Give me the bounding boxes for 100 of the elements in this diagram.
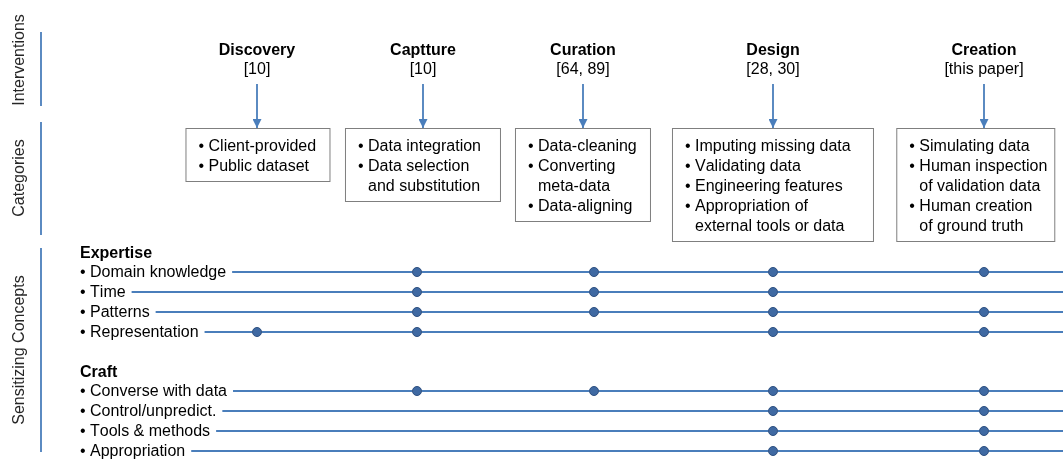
concept-label: • Patterns [80,302,156,322]
dot-icon [768,327,778,337]
dot-icon [589,267,599,277]
connector-line [777,430,980,432]
concept-label: • Domain knowledge [80,262,233,282]
citation: [10] [242,59,272,78]
connector-line [215,430,769,432]
connector-line [598,291,769,293]
connector-line [988,331,1063,333]
concept-label: • Representation [80,322,205,342]
dot-icon [979,426,989,436]
list-item: • Engineering features [685,176,844,196]
connector-line [421,311,590,313]
dot-icon [768,426,778,436]
connector-line [777,450,980,452]
stage-heading: Creation [950,40,1018,59]
dot-icon [768,446,778,456]
concept-label: • Converse with data [80,381,233,401]
connector-line [190,450,769,452]
arrow [252,83,262,129]
list-item: • Client-provided [198,136,318,156]
concept-label: • Tools & methods [80,421,217,441]
section-label: Interventions [10,14,28,106]
arrow [418,83,428,129]
dot-icon [412,386,422,396]
dot-icon [979,307,989,317]
list-item: • Data-aligning [528,196,634,216]
connector-line [421,291,590,293]
connector-line [988,410,1063,412]
dot-icon [589,307,599,317]
group-heading: Craft [80,362,118,382]
stage-heading: Curation [550,40,616,59]
list-item: • Validating data [685,156,802,176]
dot-icon [979,327,989,337]
group-heading: Expertise [80,243,153,263]
list-item: • Human inspection of validation data [909,156,1049,196]
concept-label: • Appropriation [80,441,192,461]
connector-line [777,390,980,392]
connector-line [988,390,1063,392]
dot-icon [412,307,422,317]
category-box [672,128,874,242]
arrow [768,83,778,129]
connector-line [988,450,1063,452]
dot-icon [979,267,989,277]
connector-line [231,271,413,273]
list-item: • Data selection and substitution [358,156,482,196]
connector-line [598,311,769,313]
dot-icon [589,287,599,297]
connector-line [598,271,769,273]
section-label: Categories [10,139,28,217]
connector-line [203,331,253,333]
citation: [10] [408,59,438,78]
list-item: • Simulating data [909,136,1031,156]
connector-line [777,271,980,273]
dot-icon [252,327,262,337]
citation: [this paper] [944,59,1024,78]
connector-line [421,390,590,392]
list-item: • Public dataset [198,156,311,176]
connector-line [154,311,413,313]
connector-line [261,331,413,333]
citation: [28, 30] [746,59,800,78]
dot-icon [589,386,599,396]
connector-line [988,271,1063,273]
connector-line [598,390,769,392]
concept-label: • Time [80,282,132,302]
dot-icon [768,386,778,396]
concept-label: • Control/unpredict. [80,401,223,421]
dot-icon [412,267,422,277]
connector-line [421,271,590,273]
stage-heading: Captture [390,40,456,59]
category-box [185,128,331,182]
connector-line [777,331,980,333]
dot-icon [412,327,422,337]
connector-line [777,410,980,412]
dot-icon [768,307,778,317]
list-item: • Human creation of ground truth [909,196,1034,236]
stage-heading: Design [746,40,800,59]
dot-icon [412,287,422,297]
dot-icon [979,386,989,396]
list-item: • Data integration [358,136,482,156]
arrow [979,83,989,129]
dot-icon [768,406,778,416]
stage-heading: Discovery [218,40,296,59]
section-label: Sensitizing Concepts [10,275,28,425]
dot-icon [979,406,989,416]
category-box [345,128,501,202]
list-item: • Imputing missing data [685,136,852,156]
connector-line [988,311,1063,313]
connector-line [988,430,1063,432]
list-item: • Converting meta-data [528,156,617,196]
connector-line [221,410,769,412]
list-item: • Data-cleaning [528,136,638,156]
dot-icon [768,267,778,277]
connector-line [130,291,413,293]
category-box [515,128,651,222]
connector-line [777,291,1063,293]
dot-icon [768,287,778,297]
arrow [578,83,588,129]
dot-icon [979,446,989,456]
connector-line [777,311,980,313]
